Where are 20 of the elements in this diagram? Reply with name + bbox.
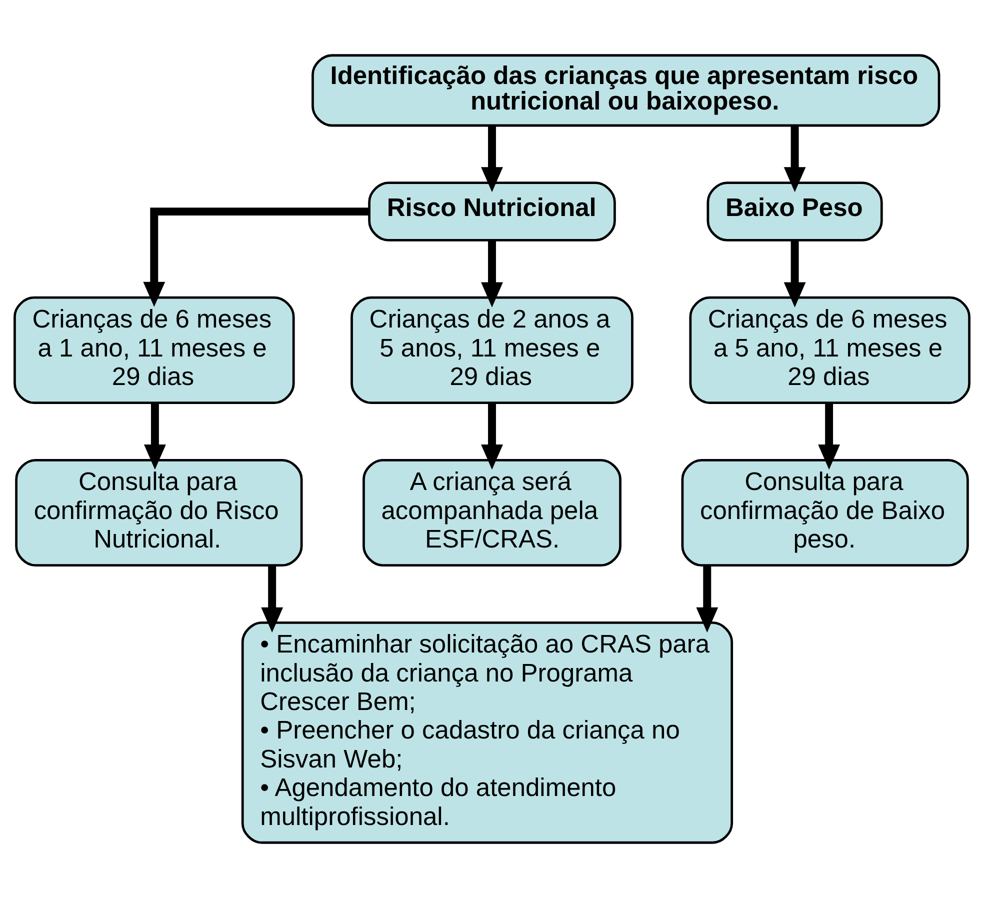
node-box: Crianças de 6 meses a 1 ano, 11 meses e 29 dias bbox=[14, 296, 295, 404]
arrow bbox=[818, 402, 840, 470]
node-box: Baixo Peso bbox=[706, 181, 883, 241]
arrow bbox=[143, 207, 370, 306]
node-box: Consulta para confirmação do Risco Nutricional. bbox=[15, 458, 303, 566]
arrow bbox=[144, 402, 166, 470]
arrow bbox=[784, 126, 806, 192]
arrow bbox=[696, 564, 718, 632]
arrow bbox=[481, 402, 503, 470]
arrow bbox=[481, 240, 503, 307]
node-box: Crianças de 2 anos a 5 anos, 11 meses e 29 dias bbox=[350, 296, 634, 404]
node-box: Consulta para confirmação de Baixo peso. bbox=[681, 458, 969, 566]
node-box: A criança será acompanhada pela ESF/CRAS. bbox=[362, 458, 622, 566]
node-box: Crianças de 6 meses a 5 ano, 11 meses e 29 dias bbox=[689, 296, 970, 404]
arrow bbox=[261, 564, 284, 632]
arrow bbox=[784, 240, 806, 307]
node-box: Identificação das crianças que apresentam risco nutricional ou baixopeso. bbox=[312, 54, 940, 126]
node-box: • Encaminhar solicitação ao CRAS para inclusão da criança no Programa Crescer Bem; • Preencher o cadastro da criança no Sisvan Web; • Agendamento do atendimento multiprofissional. bbox=[241, 621, 734, 844]
arrow bbox=[481, 126, 503, 192]
node-box: Risco Nutricional bbox=[368, 181, 616, 241]
